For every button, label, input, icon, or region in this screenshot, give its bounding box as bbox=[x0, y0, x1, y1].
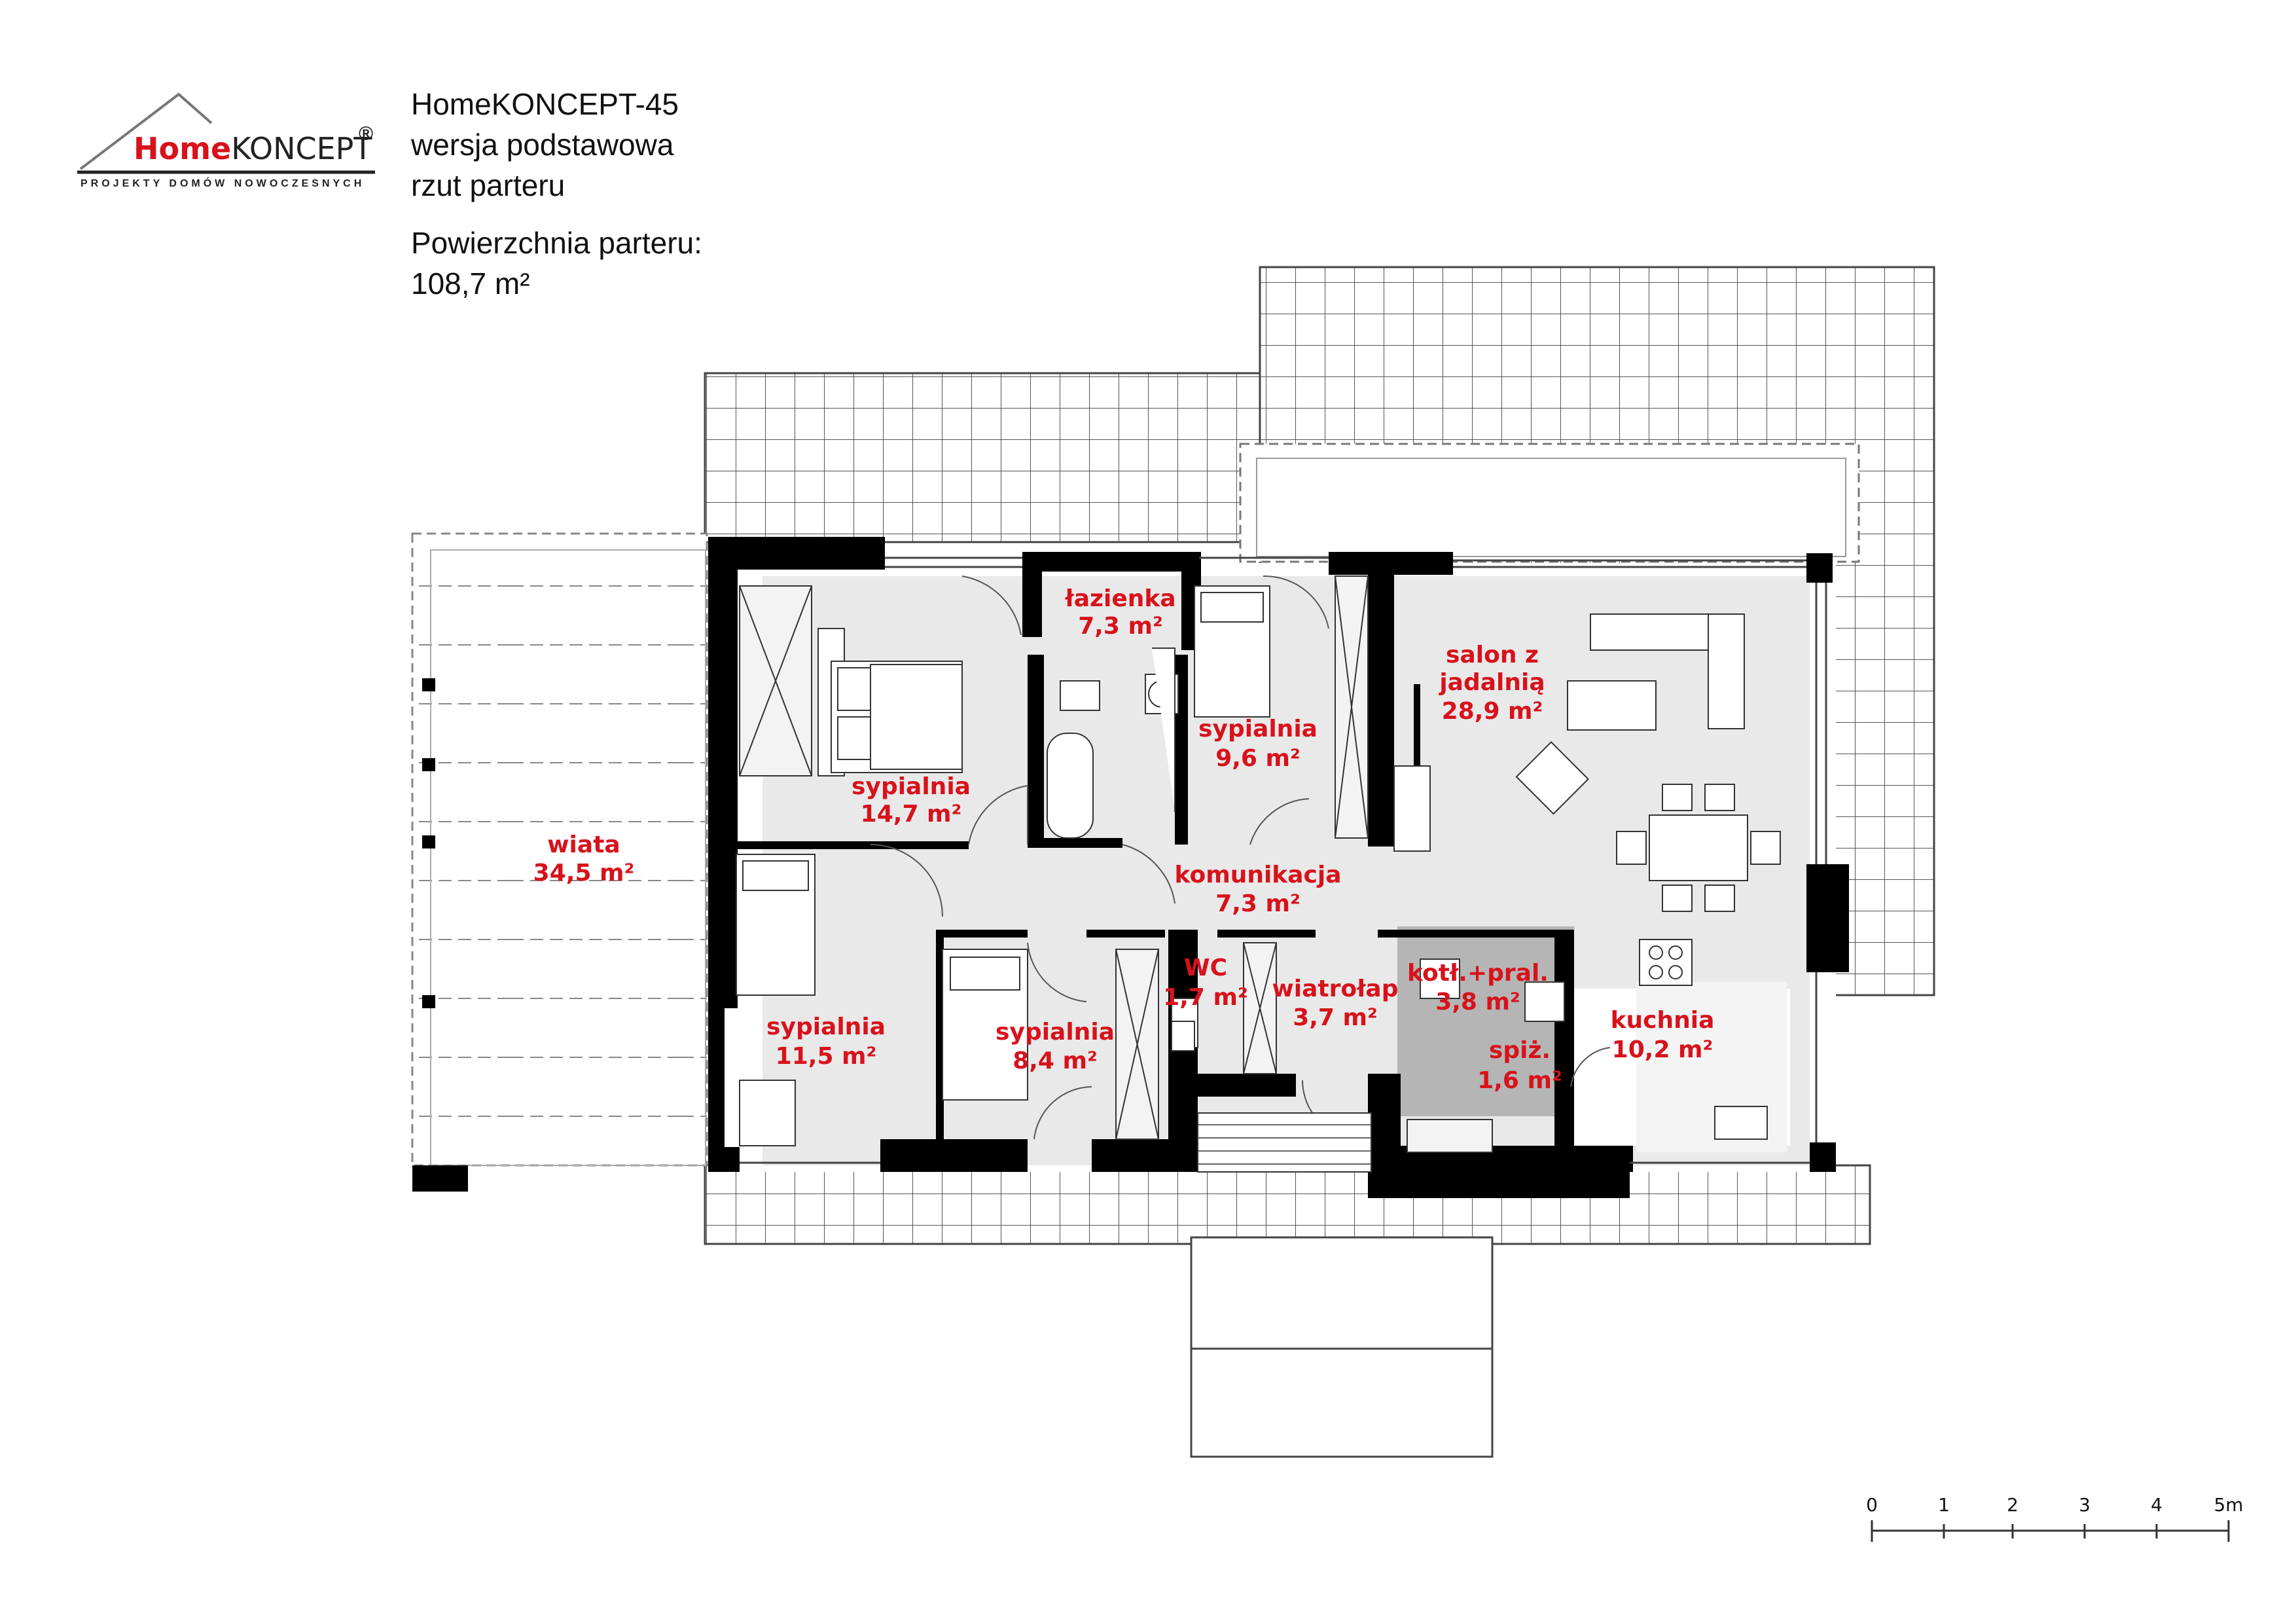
logo-tagline: PROJEKTY DOMÓW NOWOCZESNYCH bbox=[81, 178, 365, 189]
doors bbox=[870, 575, 1611, 1140]
project-view: rzut parteru bbox=[411, 168, 565, 202]
logo: HomeKONCEPT ® PROJEKTY DOMÓW NOWOCZESNYC… bbox=[77, 90, 378, 195]
label-salon-area: 28,9 m² bbox=[1442, 698, 1543, 725]
label-salon-name2: jadalnią bbox=[1438, 669, 1545, 696]
label-kuchnia-area: 10,2 m² bbox=[1612, 1036, 1713, 1063]
label-sypialnia96-area: 9,6 m² bbox=[1215, 745, 1300, 772]
label-sypialnia147-area: 14,7 m² bbox=[861, 801, 962, 828]
project-header: HomeKONCEPT-45 wersja podstawowa rzut pa… bbox=[411, 84, 679, 206]
label-spiz-name: spiż. bbox=[1489, 1037, 1551, 1064]
area-label: Powierzchnia parteru: bbox=[411, 226, 702, 260]
label-sypialnia147-name: sypialnia bbox=[852, 773, 971, 800]
label-wiata-name: wiata bbox=[547, 831, 620, 858]
label-kuchnia-name: kuchnia bbox=[1611, 1007, 1715, 1034]
furniture bbox=[736, 575, 1781, 1173]
logo-home: Home bbox=[134, 131, 232, 166]
logo-registered: ® bbox=[359, 123, 374, 145]
label-sypialnia84-name: sypialnia bbox=[996, 1019, 1115, 1046]
project-version: wersja podstawowa bbox=[411, 128, 674, 162]
label-wc-area: 1,7 m² bbox=[1163, 984, 1248, 1011]
room-labels: łazienka 7,3 m² sypialnia 14,7 m² sypial… bbox=[533, 585, 1715, 1094]
label-lazienka-name: łazienka bbox=[1064, 585, 1175, 612]
label-komunikacja-area: 7,3 m² bbox=[1215, 890, 1300, 917]
label-sypialnia96-name: sypialnia bbox=[1198, 716, 1318, 742]
label-lazienka-area: 7,3 m² bbox=[1078, 613, 1163, 640]
scale-tick-2: 2 bbox=[2007, 1494, 2018, 1516]
label-wiatrolap-name: wiatrołap bbox=[1272, 976, 1398, 1002]
label-komunikacja-name: komunikacja bbox=[1174, 862, 1341, 888]
terrace bbox=[1239, 443, 1860, 563]
label-kotl-area: 3,8 m² bbox=[1435, 989, 1520, 1015]
label-salon-name1: salon z bbox=[1446, 642, 1539, 668]
label-wiata-area: 34,5 m² bbox=[533, 860, 635, 886]
label-wc-name: WC bbox=[1184, 955, 1227, 981]
carport bbox=[411, 532, 708, 1192]
windows bbox=[740, 556, 1827, 1164]
label-sypialnia84-area: 8,4 m² bbox=[1013, 1048, 1098, 1074]
logo-koncept: KONCEPT bbox=[231, 131, 372, 166]
scale-tick-3: 3 bbox=[2079, 1494, 2090, 1516]
label-spiz-area: 1,6 m² bbox=[1477, 1067, 1562, 1094]
walls bbox=[708, 537, 1849, 1198]
label-sypialnia115-area: 11,5 m² bbox=[776, 1043, 877, 1070]
scale-tick-0: 0 bbox=[1866, 1494, 1878, 1516]
logo-roof-icon bbox=[77, 92, 375, 174]
label-sypialnia115-name: sypialnia bbox=[766, 1013, 886, 1040]
area-value: 108,7 m² bbox=[411, 266, 530, 301]
label-kotl-name: kotł.+pral. bbox=[1407, 960, 1549, 987]
scale-tick-5: 5m bbox=[2214, 1494, 2243, 1516]
label-wiatrolap-area: 3,7 m² bbox=[1293, 1004, 1378, 1031]
area-summary: Powierzchnia parteru: 108,7 m² bbox=[411, 223, 702, 304]
scale-bar: 0 1 2 3 4 5m bbox=[1866, 1494, 2244, 1542]
scale-tick-1: 1 bbox=[1938, 1494, 1950, 1516]
project-title: HomeKONCEPT-45 bbox=[411, 87, 679, 121]
scale-tick-4: 4 bbox=[2151, 1494, 2162, 1516]
